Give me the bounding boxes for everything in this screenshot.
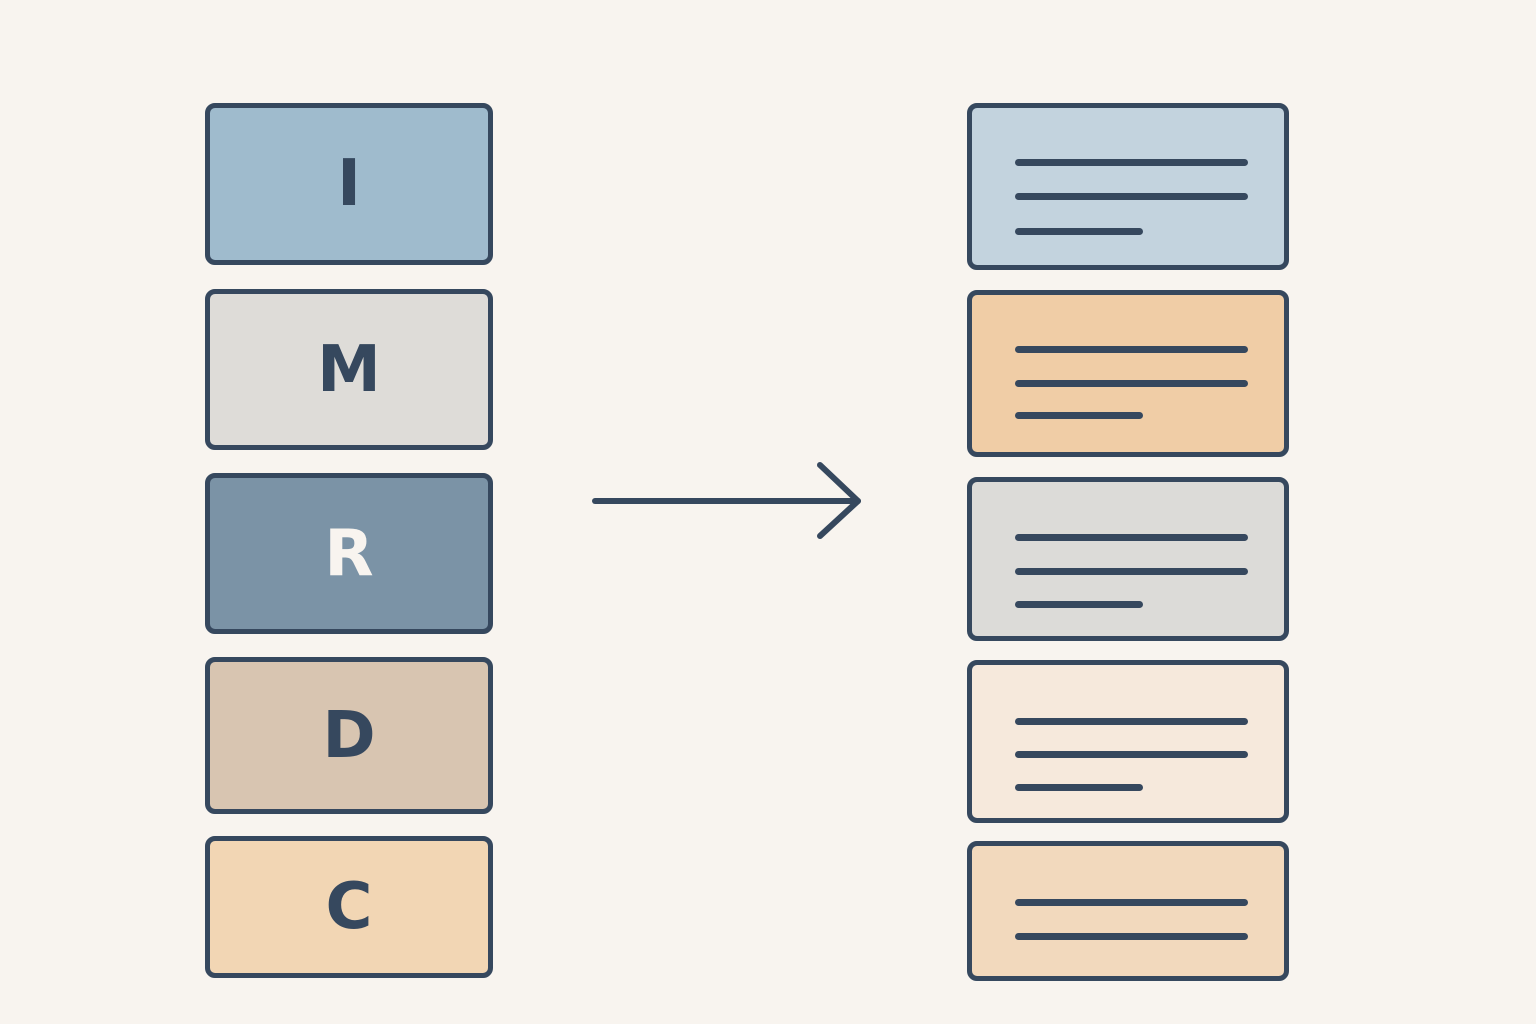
text-line-placeholder (1015, 899, 1248, 906)
text-line-placeholder (1015, 346, 1248, 353)
text-block (967, 477, 1289, 641)
text-line-placeholder (1015, 784, 1143, 791)
text-line-placeholder (1015, 159, 1248, 166)
text-line-placeholder (1015, 380, 1248, 387)
section-letter: I (337, 147, 361, 221)
text-block (967, 290, 1289, 457)
text-line-placeholder (1015, 193, 1248, 200)
text-line-placeholder (1015, 568, 1248, 575)
section-block-m: M (205, 289, 493, 450)
section-block-i: I (205, 103, 493, 265)
text-line-placeholder (1015, 534, 1248, 541)
section-block-r: R (205, 473, 493, 634)
section-letter: C (325, 870, 373, 944)
text-line-placeholder (1015, 933, 1248, 940)
section-block-c: C (205, 836, 493, 978)
text-line-placeholder (1015, 751, 1248, 758)
text-block (967, 660, 1289, 823)
text-block (967, 841, 1289, 981)
section-letter: R (324, 516, 374, 591)
text-line-placeholder (1015, 601, 1143, 608)
text-block (967, 103, 1289, 270)
arrow-head (817, 462, 861, 539)
section-letter: D (322, 698, 376, 773)
text-line-placeholder (1015, 718, 1248, 725)
text-line-placeholder (1015, 412, 1143, 419)
text-line-placeholder (1015, 228, 1143, 235)
section-letter: M (317, 332, 381, 407)
right-arrow-icon (592, 462, 861, 539)
section-block-d: D (205, 657, 493, 814)
